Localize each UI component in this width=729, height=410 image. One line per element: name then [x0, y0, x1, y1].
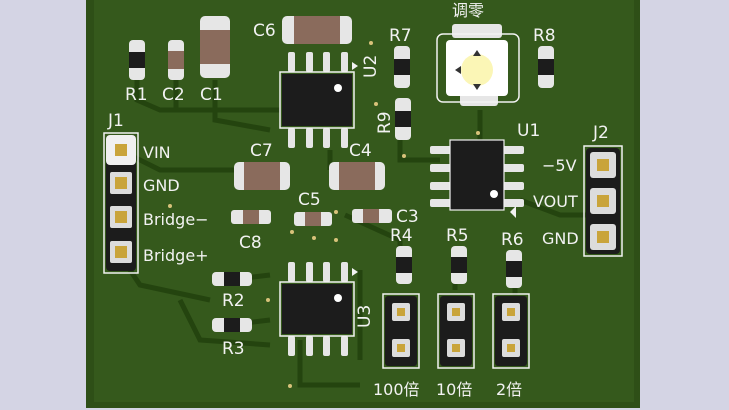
r4-resistor [396, 246, 412, 284]
r9-resistor [395, 98, 411, 140]
c7-capacitor [234, 162, 290, 190]
zero-adjust-label: 调零 [452, 1, 484, 20]
j1-pin-bridge-minus: Bridge− [143, 210, 209, 229]
c1-capacitor [200, 16, 230, 78]
r3-label: R3 [222, 339, 245, 359]
u1-label: U1 [517, 121, 540, 141]
j2-header [583, 145, 623, 257]
r8-resistor [538, 46, 554, 88]
c3-capacitor [352, 209, 392, 223]
j1-pin-bridge-plus: Bridge+ [143, 246, 209, 265]
c2-capacitor [168, 40, 184, 80]
c5-label: C5 [298, 190, 321, 210]
c7-label: C7 [250, 141, 273, 161]
r2-label: R2 [222, 291, 245, 311]
gain-jumper-2x[interactable] [492, 293, 530, 369]
gain-label-100x: 100倍 [373, 380, 420, 399]
u3-ic [279, 262, 358, 356]
u3-label: U3 [355, 305, 375, 328]
trimmer-knob[interactable] [461, 54, 493, 86]
j1-pin-gnd: GND [143, 176, 180, 195]
r9-label: R9 [375, 111, 395, 134]
c6-label: C6 [253, 21, 276, 41]
gain-jumper-10x[interactable] [437, 293, 475, 369]
r6-label: R6 [501, 230, 524, 250]
r1-resistor [129, 40, 145, 80]
r4-label: R4 [390, 226, 413, 246]
r7-resistor [394, 46, 410, 88]
gain-label-2x: 2倍 [496, 380, 522, 399]
u2-ic [279, 52, 358, 148]
r5-label: R5 [446, 226, 469, 246]
j2-pin-vout: VOUT [533, 192, 578, 211]
zero-adjust-potentiometer[interactable] [436, 24, 520, 106]
gain-label-10x: 10倍 [436, 380, 472, 399]
c1-label: C1 [200, 85, 223, 105]
r1-label: R1 [125, 85, 148, 105]
c5-capacitor [294, 212, 332, 226]
c6-capacitor [282, 16, 352, 44]
j2-pin-minus-5v: −5V [542, 156, 577, 175]
r3-resistor [212, 318, 252, 332]
j1-header [103, 132, 139, 274]
j1-label: J1 [107, 111, 124, 131]
c4-label: C4 [349, 141, 372, 161]
gain-jumper-100x[interactable] [382, 293, 420, 369]
u1-ic [430, 139, 524, 218]
r8-label: R8 [533, 26, 556, 46]
r7-label: R7 [389, 26, 412, 46]
c8-capacitor [231, 210, 271, 224]
r6-resistor [506, 250, 522, 288]
c8-label: C8 [239, 233, 262, 253]
j2-label: J2 [592, 123, 609, 143]
vias [168, 41, 480, 388]
u2-label: U2 [361, 55, 381, 78]
traces [117, 60, 600, 388]
c2-label: C2 [162, 85, 185, 105]
r5-resistor [451, 246, 467, 284]
c4-capacitor [329, 162, 385, 190]
c3-label: C3 [396, 207, 419, 227]
r2-resistor [212, 272, 252, 286]
j1-pin-vin: VIN [143, 143, 171, 162]
j2-pin-gnd: GND [542, 229, 579, 248]
